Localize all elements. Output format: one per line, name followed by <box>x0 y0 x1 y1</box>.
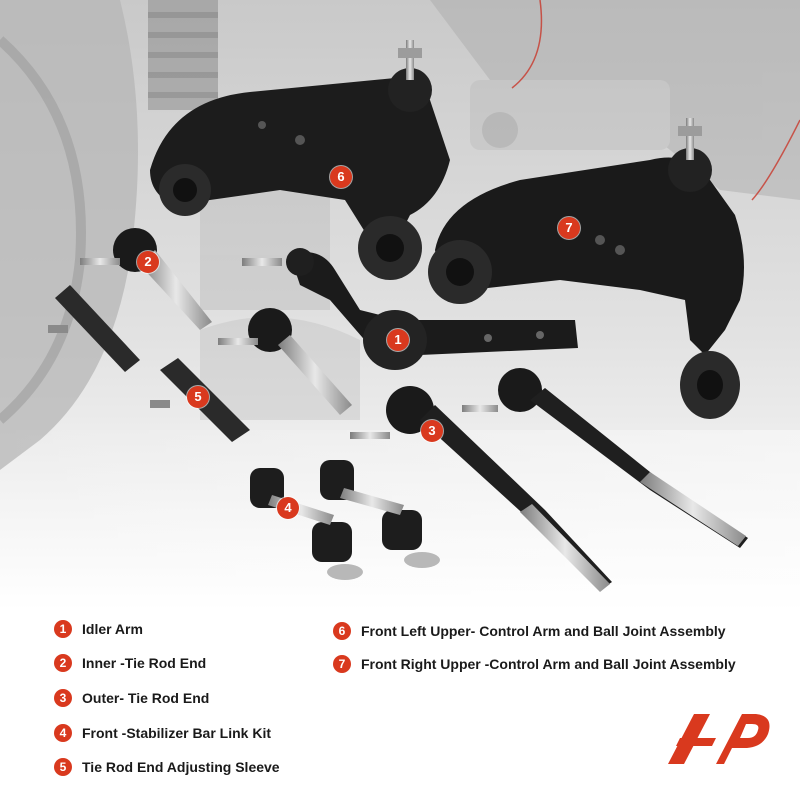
callout-badge-5: 5 <box>187 386 209 408</box>
legend-number: 5 <box>54 758 72 776</box>
legend-number: 3 <box>54 689 72 707</box>
stabilizer-link-kit <box>250 460 440 580</box>
callout-badge-7: 7 <box>558 217 580 239</box>
control-arm-left <box>150 40 450 280</box>
legend-number: 1 <box>54 620 72 638</box>
legend-label: Inner -Tie Rod End <box>82 655 207 671</box>
vehicle-frame <box>200 0 800 420</box>
callout-badge-1: 1 <box>387 329 409 351</box>
callout-badge-3: 3 <box>421 420 443 442</box>
legend-item-1: 1 Idler Arm <box>54 618 143 640</box>
legend-number: 2 <box>54 654 72 672</box>
outer-tie-rod-end <box>350 368 748 592</box>
ap-brand-logo-icon <box>650 708 774 766</box>
legend-label: Tie Rod End Adjusting Sleeve <box>82 759 280 775</box>
legend-item-4: 4 Front -Stabilizer Bar Link Kit <box>54 722 271 744</box>
callout-badge-4: 4 <box>277 497 299 519</box>
parts-illustration <box>0 0 800 610</box>
legend-label: Front Right Upper -Control Arm and Ball … <box>361 656 736 672</box>
legend-number: 6 <box>333 622 351 640</box>
legend-number: 7 <box>333 655 351 673</box>
legend-label: Front Left Upper- Control Arm and Ball J… <box>361 623 726 639</box>
legend-label: Idler Arm <box>82 621 143 637</box>
legend-item-2: 2 Inner -Tie Rod End <box>54 652 206 674</box>
legend-item-5: 5 Tie Rod End Adjusting Sleeve <box>54 756 280 778</box>
callout-badge-6: 6 <box>330 166 352 188</box>
legend-number: 4 <box>54 724 72 742</box>
legend-label: Front -Stabilizer Bar Link Kit <box>82 725 272 741</box>
legend-item-6: 6 Front Left Upper- Control Arm and Ball… <box>333 620 726 642</box>
tire-shape <box>0 0 138 470</box>
callout-badge-2: 2 <box>137 251 159 273</box>
legend-label: Outer- Tie Rod End <box>82 690 210 706</box>
coil-spring <box>148 0 218 110</box>
legend-item-3: 3 Outer- Tie Rod End <box>54 687 209 709</box>
control-arm-right <box>428 118 744 419</box>
legend-item-7: 7 Front Right Upper -Control Arm and Bal… <box>333 653 736 675</box>
parts-photo <box>0 0 800 610</box>
inner-tie-rod-end <box>80 228 352 415</box>
